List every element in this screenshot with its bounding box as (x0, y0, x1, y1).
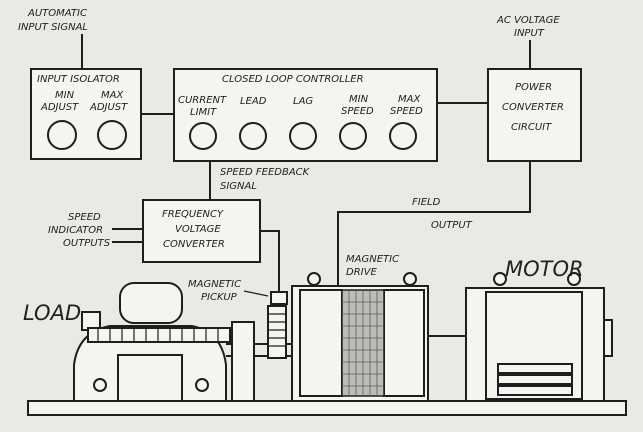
drive-left-section (300, 290, 342, 396)
motor-fin-1 (498, 364, 572, 373)
load-label: LOAD (23, 301, 81, 325)
coupling-block (232, 322, 254, 401)
field-output-label-1: FIELD (412, 197, 441, 208)
magnetic-pickup-label-2: PICKUP (201, 292, 238, 303)
load-top-dome (120, 283, 182, 323)
closed-loop-title: CLOSED LOOP CONTROLLER (222, 74, 364, 85)
pickup-leader-line (244, 291, 268, 296)
freq-conv-label-2: VOLTAGE (175, 224, 221, 235)
load-foot-hole-left (94, 379, 106, 391)
min-speed-label-1: MIN (349, 94, 369, 105)
motor-end-cap (604, 320, 612, 356)
magnetic-drive-label-1: MAGNETIC (346, 254, 399, 265)
lag-label: LAG (293, 96, 313, 107)
lead-knob (240, 123, 266, 149)
current-limit-label-1: CURRENT (178, 95, 227, 106)
lag-knob (290, 123, 316, 149)
field-output-label-2: OUTPUT (431, 220, 473, 231)
automatic-input-label-1: AUTOMATIC (27, 8, 87, 19)
pickup-wire (260, 231, 279, 292)
speed-feedback-label-1: SPEED FEEDBACK (220, 167, 311, 178)
min-adjust-label-2: ADJUST (40, 102, 79, 113)
load-base-block (118, 355, 182, 401)
max-speed-label-2: SPEED (390, 106, 423, 117)
magnetic-drive (292, 273, 428, 401)
motor-fin-3 (498, 386, 572, 395)
motor-fin-2 (498, 375, 572, 384)
drive-right-section (384, 290, 424, 396)
ac-voltage-label-1: AC VOLTAGE (496, 15, 560, 26)
pickup-gear (268, 306, 286, 358)
min-adjust-knob (48, 121, 76, 149)
automatic-input-label-2: INPUT SIGNAL (18, 22, 88, 33)
speed-indicator-label-1: SPEED (68, 212, 101, 223)
max-adjust-knob (98, 121, 126, 149)
min-speed-label-2: SPEED (341, 106, 374, 117)
max-adjust-label-2: ADJUST (89, 102, 128, 113)
min-adjust-label-1: MIN (55, 90, 75, 101)
motor (466, 273, 612, 401)
speed-feedback-label-2: SIGNAL (220, 181, 257, 192)
base-plate (28, 401, 626, 415)
current-limit-knob (190, 123, 216, 149)
speed-indicator-label-3: OUTPUTS (63, 238, 111, 249)
max-speed-label-1: MAX (398, 94, 421, 105)
load-band (88, 328, 230, 342)
max-adjust-label-1: MAX (101, 90, 124, 101)
input-isolator-title: INPUT ISOLATOR (37, 74, 120, 85)
power-converter-label-2: CONVERTER (502, 102, 564, 113)
current-limit-label-2: LIMIT (190, 107, 217, 118)
lead-label: LEAD (240, 96, 267, 107)
max-speed-knob (390, 123, 416, 149)
power-converter-label-3: CIRCUIT (511, 122, 552, 133)
min-speed-knob (340, 123, 366, 149)
freq-conv-label-1: FREQUENCY (162, 209, 224, 220)
motor-label: MOTOR (505, 257, 584, 281)
ac-voltage-label-2: INPUT (514, 28, 545, 39)
power-converter-label-1: POWER (515, 82, 552, 93)
magnetic-pickup-head (271, 292, 287, 304)
freq-conv-label-3: CONVERTER (163, 239, 225, 250)
load-foot-hole-right (196, 379, 208, 391)
magnetic-pickup-label-1: MAGNETIC (188, 279, 241, 290)
speed-indicator-label-2: INDICATOR (48, 225, 103, 236)
magnetic-drive-label-2: DRIVE (346, 267, 377, 278)
